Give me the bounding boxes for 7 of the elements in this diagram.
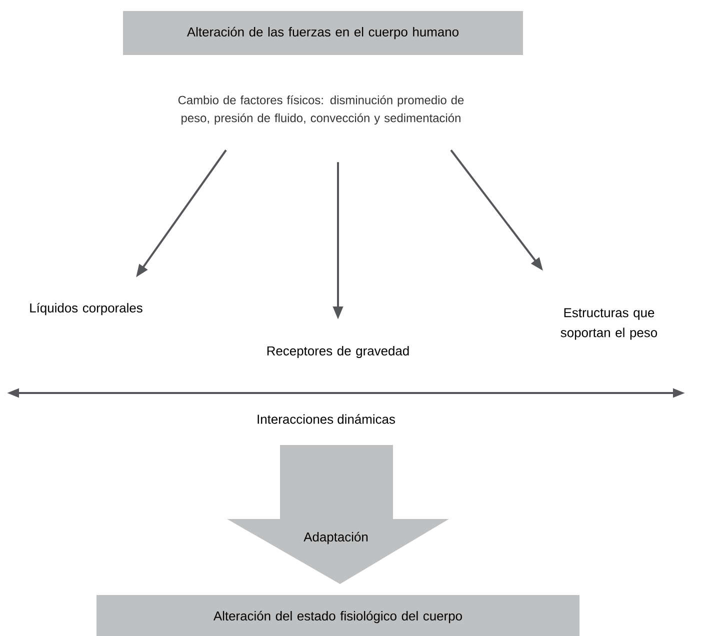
category-text: Líquidos corporales bbox=[30, 302, 142, 316]
note-text: Cambio de factores físicos: disminución promedio de peso, presión de fluido, convección y sedimentación bbox=[178, 95, 464, 125]
header-box: Alteración del estado fisiológico del cuerpo bbox=[96, 595, 580, 636]
category-text: Receptores de gravedad bbox=[267, 346, 409, 358]
caption-text: Interacciones dinámicas bbox=[258, 414, 395, 424]
header-box: Alteración de las fuerzas en el cuerpo humano bbox=[123, 11, 523, 55]
category-text: Estructuras que soportan el peso bbox=[560, 308, 658, 340]
